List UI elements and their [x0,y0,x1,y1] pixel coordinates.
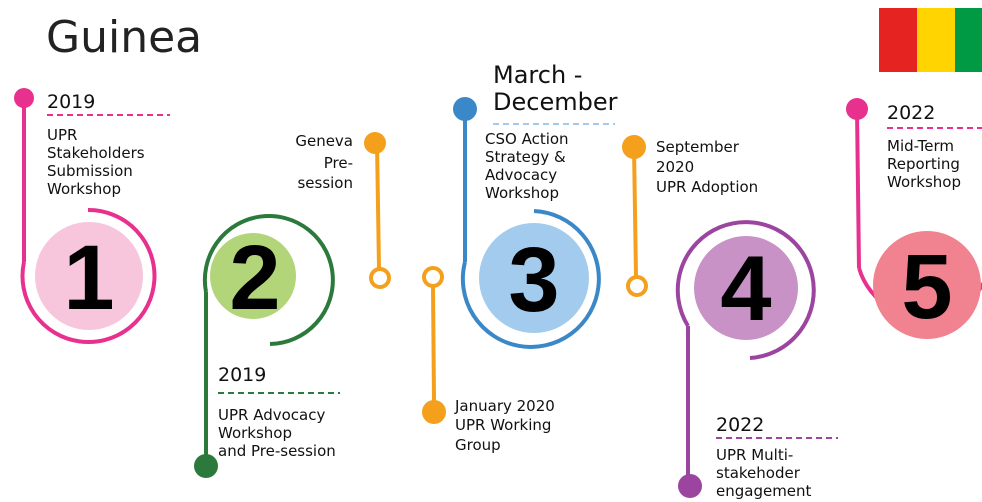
step-5-heading: 2022 [887,102,935,124]
step-5: 5 2022 Mid-Term Reporting Workshop [846,98,982,339]
step-4-line-2: stakehoder [716,464,801,482]
step-1: 1 2019 UPR Stakeholders Submission Works… [14,88,170,344]
geneva-stem [375,142,381,269]
guinea-flag [879,8,982,72]
flag-stripe-green [955,8,982,72]
step-4-number: 4 [720,238,771,340]
step-1-line-2: Stakeholders [47,144,145,162]
step-2-line-1: UPR Advocacy [218,406,325,424]
step-3-disc [479,223,589,333]
step-3-heading-line-1: March - [493,61,582,89]
working-group-line-3: Group [455,436,501,454]
step-4-line-1: UPR Multi- [716,446,793,464]
adoption-stem [632,146,638,277]
step-2-line-3: and Pre-session [218,442,336,460]
working-group-line-1: January 2020 [454,397,555,415]
adoption-line-1: September [656,138,740,156]
step-1-heading: 2019 [47,91,95,113]
step-3-line-2: Strategy & [485,148,566,166]
working-group-dot [422,400,446,424]
step-1-line-4: Workshop [47,180,121,198]
step-1-line-3: Submission [47,162,133,180]
working-group-ring [422,266,444,288]
geneva-line-2: Pre- [324,154,353,172]
step-2-heading: 2019 [218,364,266,386]
step-1-ring [20,207,157,344]
milestone-working-group: January 2020 UPR Working Group [422,266,555,454]
step-1-disc [35,222,143,330]
step-3-ring [460,209,601,349]
geneva-line-1: Geneva [295,132,353,150]
step-2: 2 2019 UPR Advocacy Workshop and Pre-ses… [194,214,340,478]
milestone-adoption: September 2020 UPR Adoption [622,135,758,297]
flag-stripe-red [879,8,917,72]
step-2-line-2: Workshop [218,424,292,442]
step-4-disc [694,236,798,340]
working-group-stem [431,286,436,403]
step-5-disc [873,231,981,339]
step-5-line-3: Workshop [887,173,961,191]
step-1-dot [14,88,34,108]
step-5-line-1: Mid-Term [887,137,954,155]
step-3-line-4: Workshop [485,184,559,202]
adoption-line-2: 2020 [656,158,694,176]
step-4-dot [678,474,702,498]
step-5-number: 5 [901,236,952,338]
step-4-ring [675,220,816,360]
step-5-line-2: Reporting [887,155,960,173]
adoption-ring [626,275,648,297]
step-2-dot [194,454,218,478]
geneva-dot [364,132,386,154]
step-1-line-1: UPR [47,126,77,144]
page-title: Guinea [46,12,202,63]
step-1-number: 1 [63,227,114,329]
adoption-line-3: UPR Adoption [656,178,758,196]
step-3: 3 March - December CSO Action Strategy &… [453,61,618,349]
geneva-line-3: session [297,174,353,192]
step-2-number: 2 [229,227,280,329]
step-3-line-1: CSO Action [485,130,569,148]
geneva-ring [369,267,391,289]
step-3-number: 3 [508,229,559,331]
flag-stripe-yellow [917,8,955,72]
step-4-heading: 2022 [716,414,764,436]
step-2-disc [210,233,296,319]
step-3-heading-line-2: December [493,88,618,116]
step-2-ring [202,214,335,346]
step-5-stem [855,108,861,269]
step-4-line-3: engagement [716,482,812,500]
step-3-line-3: Advocacy [485,166,557,184]
working-group-line-2: UPR Working [455,416,551,434]
step-4: 4 2022 UPR Multi- stakehoder engagement [675,220,838,500]
milestone-geneva: Geneva Pre- session [295,132,391,289]
